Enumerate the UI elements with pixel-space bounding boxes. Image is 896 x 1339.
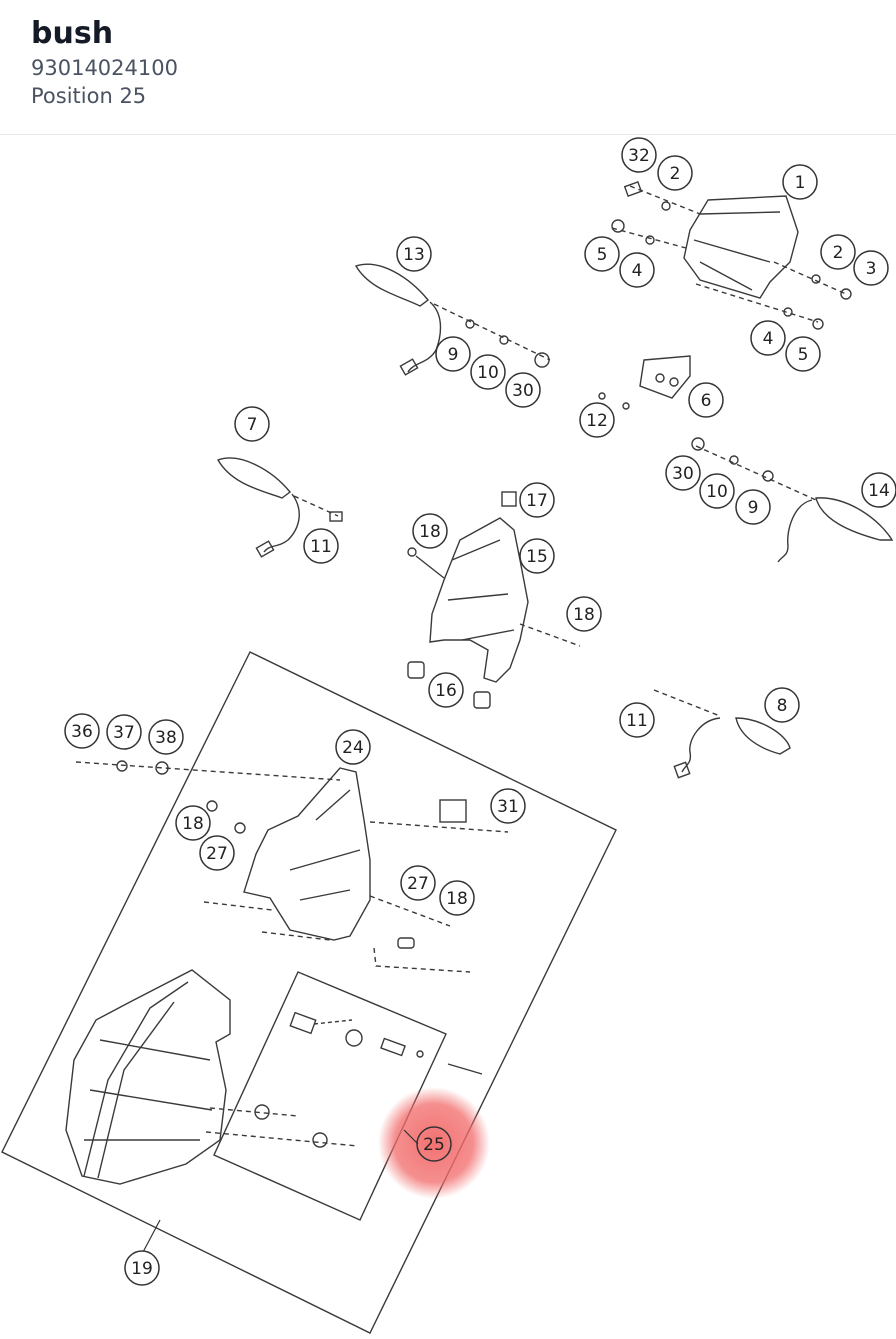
callout-label: 17 <box>526 491 548 511</box>
callout-label: 18 <box>573 605 595 625</box>
callout-label: 11 <box>626 711 648 731</box>
callout-label: 4 <box>763 329 774 349</box>
part-position: Position 25 <box>31 84 147 108</box>
indicator-13-part <box>354 263 430 307</box>
tail-light-part <box>683 195 799 299</box>
callout-label: 2 <box>670 164 681 184</box>
callout-label: 10 <box>706 482 728 502</box>
callout-11[interactable]: 11 <box>303 528 339 564</box>
callout-label: 37 <box>113 723 135 743</box>
callout-12[interactable]: 12 <box>579 402 615 438</box>
callout-30[interactable]: 30 <box>505 372 541 408</box>
callout-label: 32 <box>628 146 650 166</box>
callout-label: 30 <box>672 464 694 484</box>
callout-3[interactable]: 3 <box>853 250 889 286</box>
highlight-marker <box>378 1087 490 1199</box>
callout-11[interactable]: 11 <box>619 702 655 738</box>
headlight-kit-frame <box>213 971 447 1221</box>
callout-label: 10 <box>477 363 499 383</box>
callout-19[interactable]: 19 <box>124 1250 160 1286</box>
callout-9[interactable]: 9 <box>435 336 471 372</box>
callout-31[interactable]: 31 <box>490 788 526 824</box>
callout-label: 14 <box>868 481 890 501</box>
callout-4[interactable]: 4 <box>750 320 786 356</box>
callout-label: 8 <box>777 696 788 716</box>
callout-30[interactable]: 30 <box>665 455 701 491</box>
callout-label: 30 <box>512 381 534 401</box>
headlight-bracket-24 <box>243 767 371 941</box>
license-bracket-6 <box>639 355 691 399</box>
callout-10[interactable]: 10 <box>470 354 506 390</box>
callout-label: 3 <box>866 259 877 279</box>
callout-label: 38 <box>155 728 177 748</box>
headlight-group-frame <box>1 651 617 1334</box>
callout-7[interactable]: 7 <box>234 406 270 442</box>
callout-37[interactable]: 37 <box>106 714 142 750</box>
callout-9[interactable]: 9 <box>735 489 771 525</box>
callout-18[interactable]: 18 <box>175 805 211 841</box>
callout-27[interactable]: 27 <box>400 865 436 901</box>
callout-16[interactable]: 16 <box>428 672 464 708</box>
callout-label: 19 <box>131 1259 153 1279</box>
callout-label: 18 <box>182 814 204 834</box>
callout-label: 5 <box>597 245 608 265</box>
headlight-housing-19 <box>65 969 231 1185</box>
callout-24[interactable]: 24 <box>335 729 371 765</box>
callout-17[interactable]: 17 <box>519 482 555 518</box>
callout-27[interactable]: 27 <box>199 835 235 871</box>
indicator-7-part <box>216 457 292 499</box>
callout-label: 18 <box>446 889 468 909</box>
callout-label: 15 <box>526 547 548 567</box>
callout-1[interactable]: 1 <box>782 164 818 200</box>
callout-10[interactable]: 10 <box>699 473 735 509</box>
callout-14[interactable]: 14 <box>861 472 896 508</box>
callout-label: 16 <box>435 681 457 701</box>
callout-18[interactable]: 18 <box>439 880 475 916</box>
callout-label: 7 <box>247 415 258 435</box>
callout-label: 12 <box>586 411 608 431</box>
carrier-15-part <box>429 517 529 683</box>
callout-5[interactable]: 5 <box>584 236 620 272</box>
callout-label: 27 <box>407 874 429 894</box>
indicator-8-part <box>735 717 791 755</box>
callout-label: 27 <box>206 844 228 864</box>
callout-38[interactable]: 38 <box>148 719 184 755</box>
callout-8[interactable]: 8 <box>764 687 800 723</box>
part-header: bush 93014024100 Position 25 <box>0 0 896 135</box>
callout-label: 5 <box>798 345 809 365</box>
callout-5[interactable]: 5 <box>785 336 821 372</box>
callout-15[interactable]: 15 <box>519 538 555 574</box>
callout-label: 36 <box>71 722 93 742</box>
callout-13[interactable]: 13 <box>396 236 432 272</box>
callout-label: 9 <box>448 345 459 365</box>
callout-36[interactable]: 36 <box>64 713 100 749</box>
callout-18[interactable]: 18 <box>412 513 448 549</box>
callout-label: 13 <box>403 245 425 265</box>
callout-18[interactable]: 18 <box>566 596 602 632</box>
part-name: bush <box>31 16 114 51</box>
callout-2[interactable]: 2 <box>657 155 693 191</box>
callout-25[interactable]: 25 <box>416 1126 452 1162</box>
callout-label: 11 <box>310 537 332 557</box>
indicator-14-part <box>815 497 894 541</box>
callout-label: 4 <box>632 261 643 281</box>
callout-4[interactable]: 4 <box>619 252 655 288</box>
callout-label: 18 <box>419 522 441 542</box>
callout-2[interactable]: 2 <box>820 234 856 270</box>
callout-label: 9 <box>748 498 759 518</box>
callout-label: 31 <box>497 797 519 817</box>
callout-label: 24 <box>342 738 364 758</box>
callout-6[interactable]: 6 <box>688 382 724 418</box>
callout-label: 2 <box>833 243 844 263</box>
callout-label: 1 <box>795 173 806 193</box>
callout-label: 25 <box>423 1135 445 1155</box>
callout-label: 6 <box>701 391 712 411</box>
callout-32[interactable]: 32 <box>621 137 657 173</box>
part-number: 93014024100 <box>31 56 178 80</box>
